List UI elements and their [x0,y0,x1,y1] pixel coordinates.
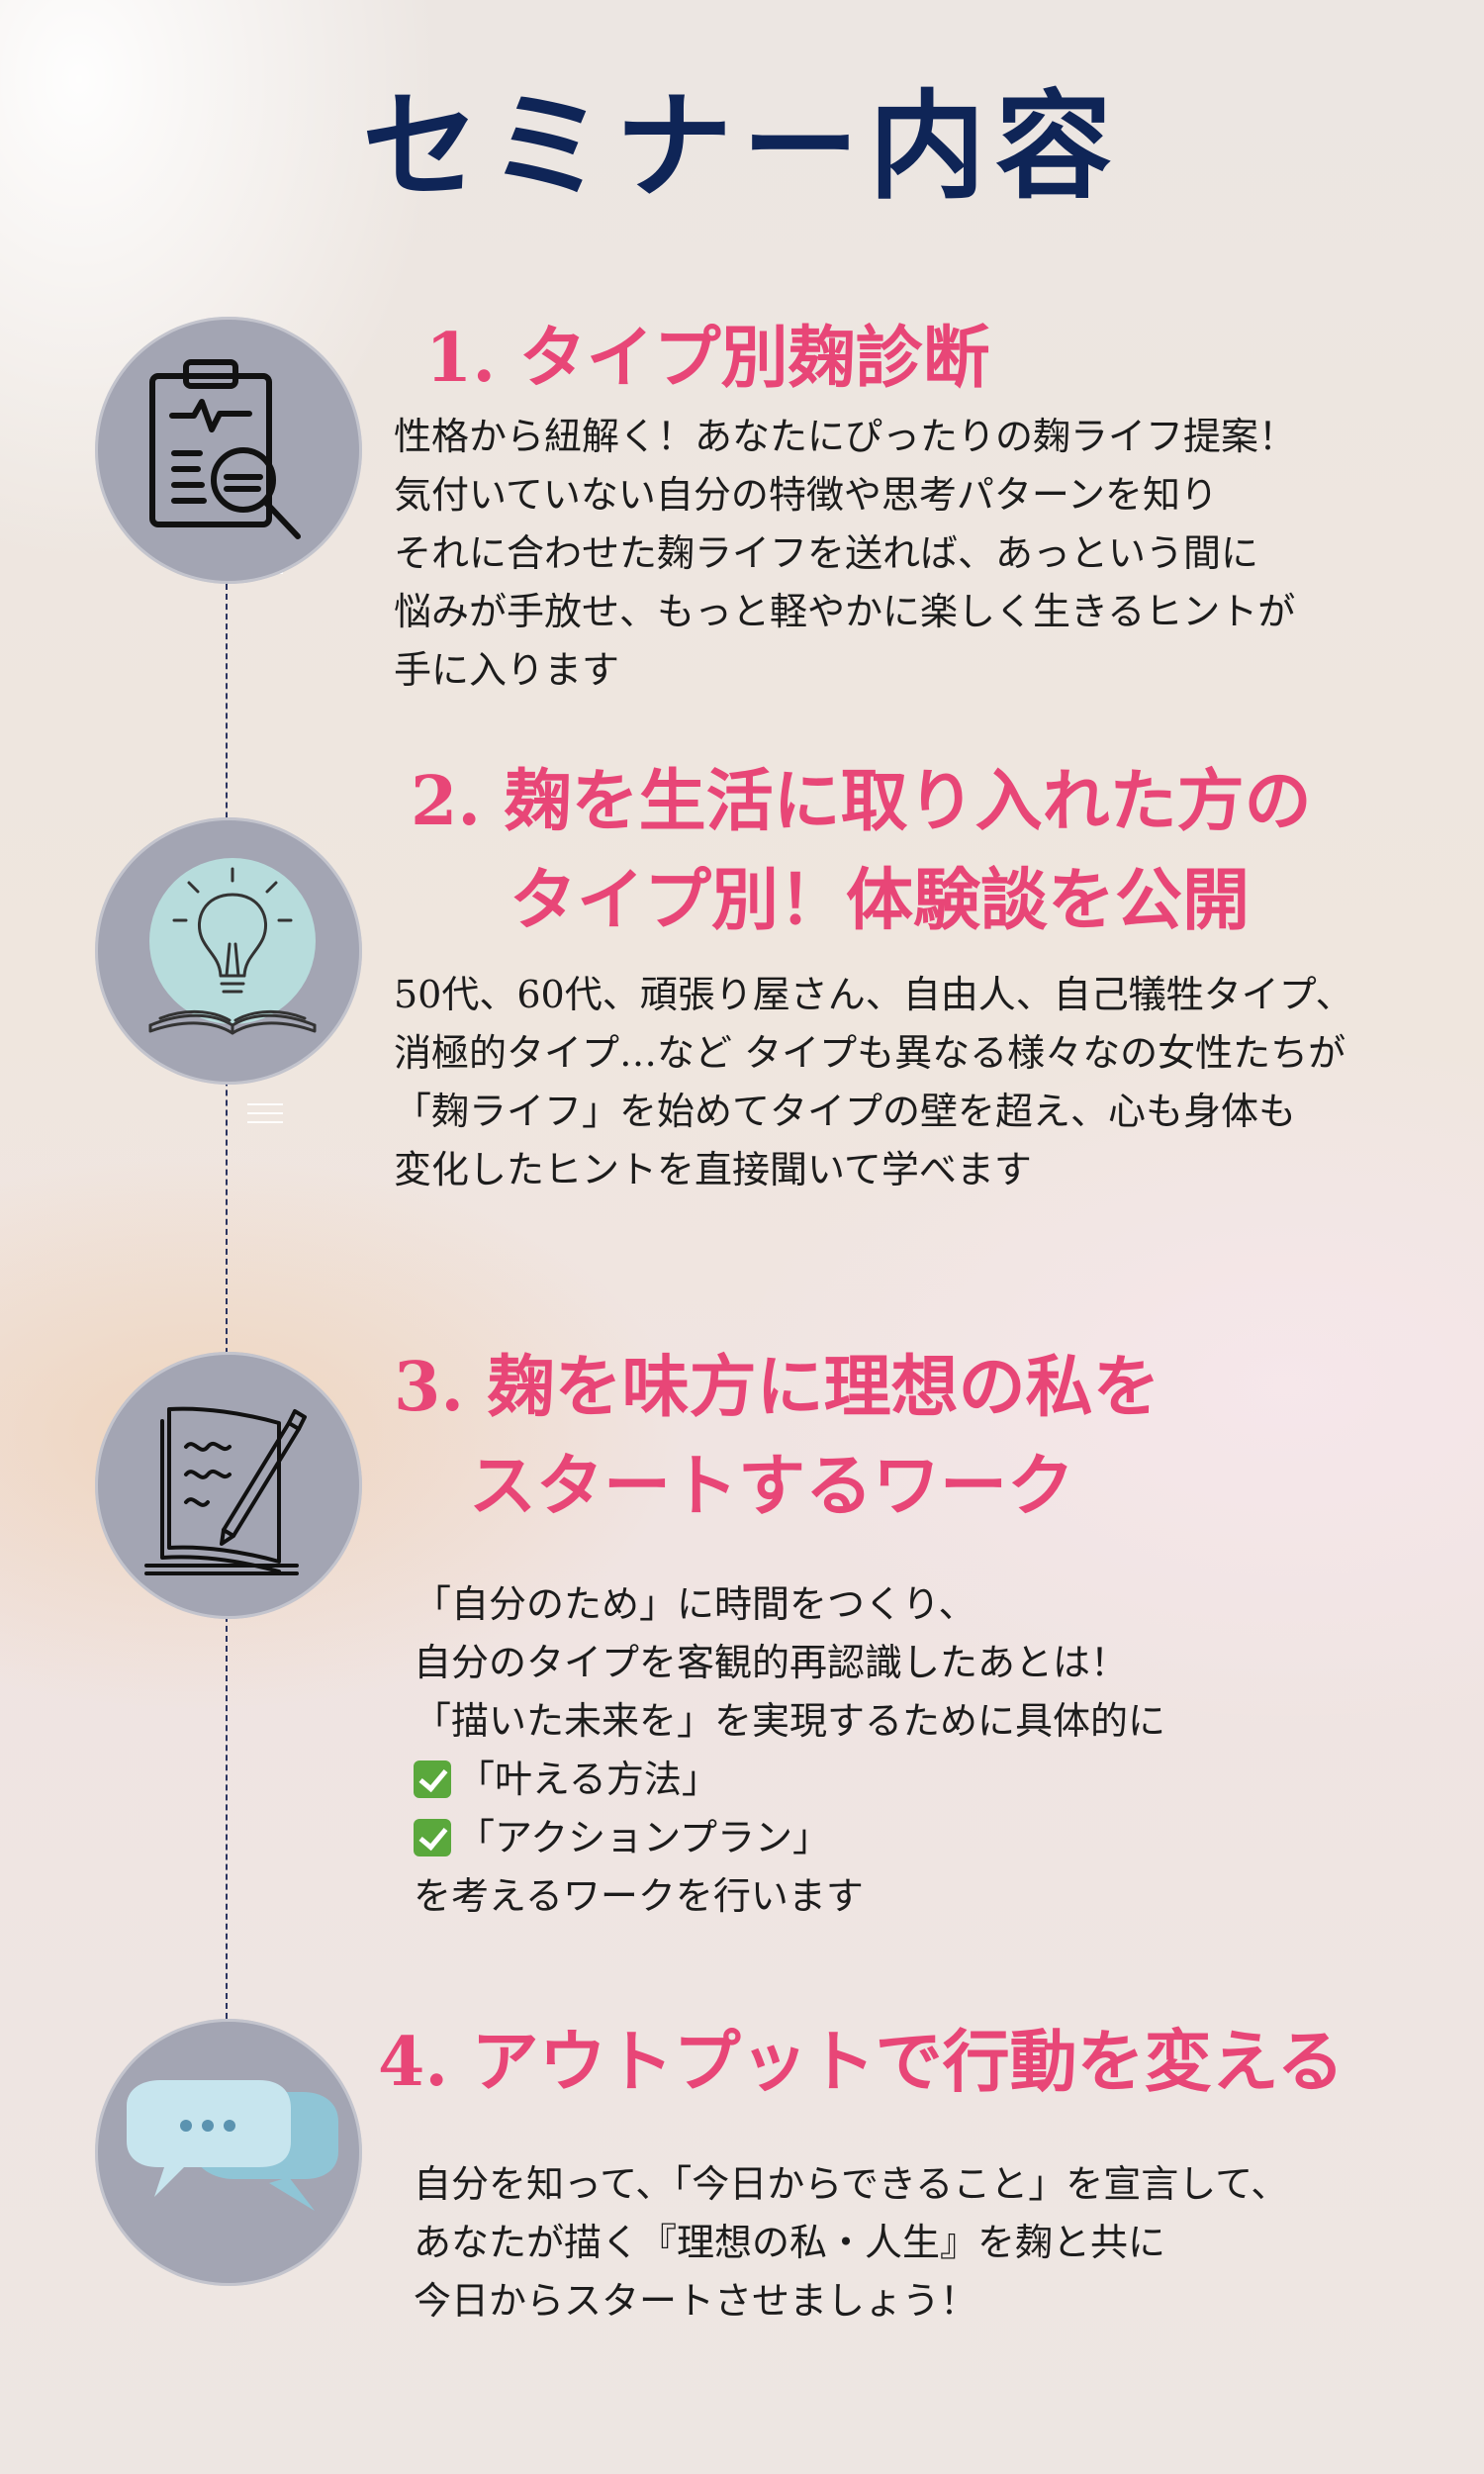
page-title: セミナー内容 [361,77,1122,215]
section-3-body-line: を考えるワークを行います [414,1874,864,1918]
section-3-icon-circle [95,1352,362,1619]
checklist-item-label: 「叶える方法」 [457,1758,719,1801]
section-1-body-line: 手に入ります [394,648,620,692]
checkmark-icon [414,1760,451,1798]
notebook-pen-icon [144,1406,307,1575]
section-4-heading: 4. アウトプットで行動を変える [378,2013,1345,2112]
section-4-body-line: 自分を知って、「今日からできること」を宣言して、 [414,2162,1289,2206]
checklist-item: 「叶える方法」 [414,1751,1165,1809]
section-2-body-line: 「麹ライフ」を始めてタイプの壁を超え、心も身体も [394,1090,1297,1133]
section-3-heading-line: 3. 麹を味方に理想の私を [394,1348,1160,1427]
section-1-body: 性格から紐解く！あなたにぴったりの麹ライフ提案！ 気付いていない自分の特徴や思考… [394,408,1296,700]
section-2-body-line: 消極的タイプ…など タイプも異なる様々なの女性たちが [394,1031,1346,1075]
section-2-heading-line: タイプ別！体験談を公開 [510,861,1251,940]
section-3-body-line: 「描いた未来を」を実現するために具体的に [414,1699,1166,1743]
checklist-item-label: 「アクションプラン」 [457,1816,830,1859]
section-2-body-line: 変化したヒントを直接聞いて学べます [394,1148,1032,1191]
lightbulb-book-icon [148,858,317,1035]
section-4-body-line: あなたが描く『理想の私・人生』を麹と共に [414,2221,1166,2264]
section-4-body: 自分を知って、「今日からできること」を宣言して、 あなたが描く『理想の私・人生』… [414,2155,1288,2331]
section-1-body-line: 気付いていない自分の特徴や思考パターンを知り [394,473,1218,517]
decorative-dashes [247,1103,283,1130]
section-3-body-line: 「自分のため」に時間をつくり、 [414,1582,976,1626]
section-2-heading-line: 2. 麹を生活に取り入れた方の [411,762,1312,841]
section-2-body-line: 50代、60代、頑張り屋さん、自由人、自己犠牲タイプ、 [394,973,1353,1016]
section-2-icon-circle [95,817,362,1085]
speech-bubbles-icon [127,2080,338,2211]
section-4-heading-line: 4. アウトプットで行動を変える [378,2023,1345,2102]
clipboard-magnifier-icon [149,359,301,539]
section-3-body-line: 自分のタイプを客観的再認識したあとは！ [414,1641,1129,1684]
section-1-body-line: 性格から紐解く！あなたにぴったりの麹ライフ提案！ [394,415,1297,458]
timeline-line [226,574,228,2019]
checklist-item: 「アクションプラン」 [414,1809,1165,1867]
checkmark-icon [414,1819,451,1856]
section-1-body-line: 悩みが手放せ、もっと軽やかに楽しく生きるヒントが [394,590,1296,633]
section-4-body-line: 今日からスタートさせましょう！ [414,2279,978,2323]
section-1-heading: 1. タイプ別麹診断 [425,309,990,408]
section-3-heading: 3. 麹を味方に理想の私を スタートするワーク [394,1338,1160,1536]
section-1-heading-line: 1. タイプ別麹診断 [425,319,990,398]
section-3-heading-line: スタートするワーク [469,1447,1075,1526]
section-3-body: 「自分のため」に時間をつくり、 自分のタイプを客観的再認識したあとは！ 「描いた… [414,1575,1165,1926]
section-4-icon-circle [95,2019,362,2286]
section-2-body: 50代、60代、頑張り屋さん、自由人、自己犠牲タイプ、 消極的タイプ…など タイ… [394,966,1353,1199]
section-2-heading: 2. 麹を生活に取り入れた方の タイプ別！体験談を公開 [411,752,1312,950]
section-1-icon-circle [95,317,362,584]
section-1-body-line: それに合わせた麹ライフを送れば、あっという間に [394,531,1259,575]
